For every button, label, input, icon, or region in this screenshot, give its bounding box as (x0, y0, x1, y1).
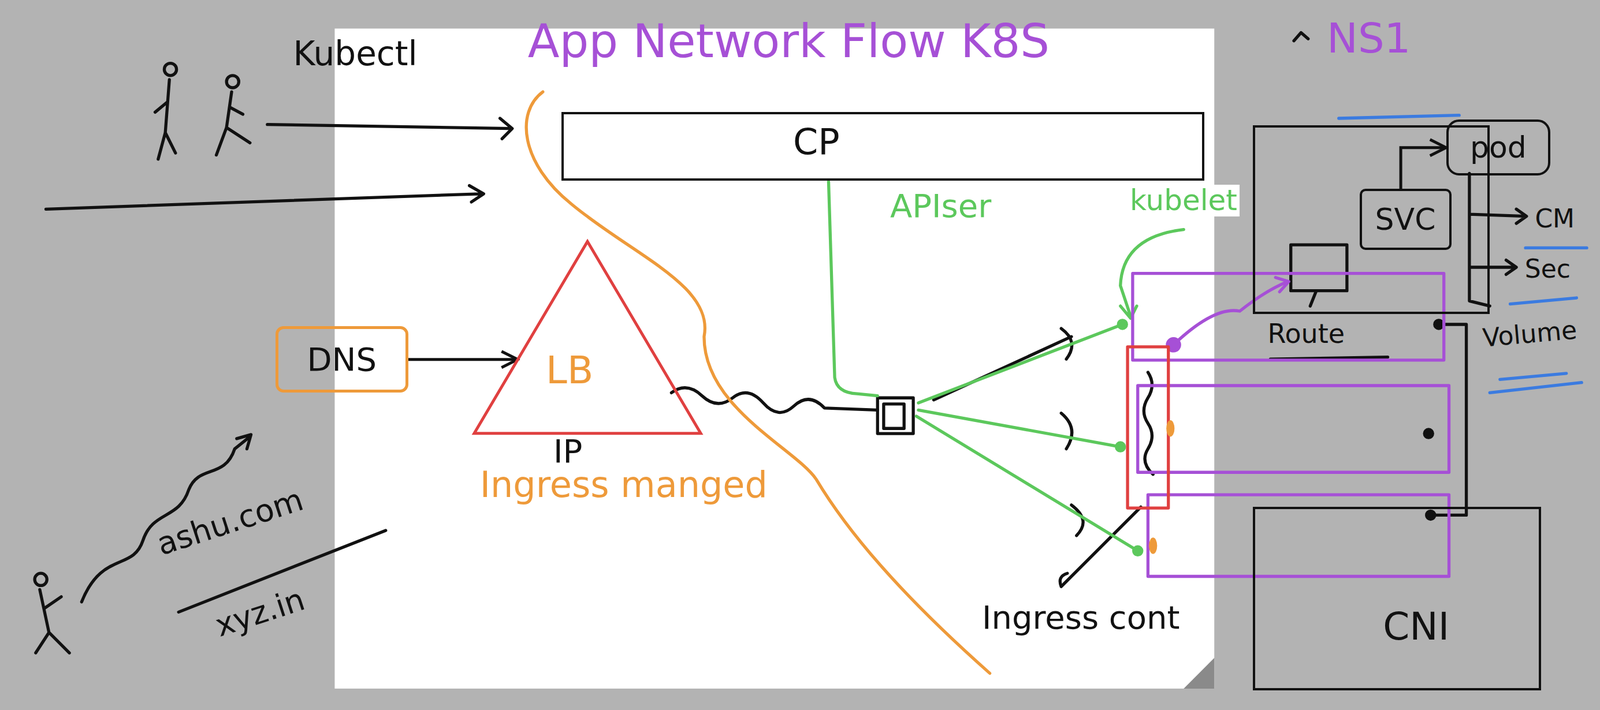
cni-label: CNI (1382, 606, 1450, 649)
load-balancer-triangle: LB (474, 239, 701, 434)
lb-label: LB (545, 350, 594, 393)
service-label: SVC (1375, 203, 1436, 237)
domain-label: ashu.com (150, 481, 310, 563)
pod-box: pod (1446, 119, 1551, 176)
flow-arrow (408, 358, 519, 362)
route-label: Route (1265, 319, 1348, 349)
ingress-controller-label: Ingress cont (979, 600, 1182, 636)
dns-box: DNS (275, 326, 409, 393)
ingress-label: Ingress manged (477, 465, 770, 505)
control-plane-box: CPAPIser (561, 112, 1205, 181)
triangle-outline (474, 239, 701, 434)
tool-label: Kubectl (290, 35, 420, 73)
namespace-box: NS1podSVC (1252, 125, 1490, 315)
box-title: CP (793, 122, 840, 162)
secret-label: Sec (1522, 255, 1573, 284)
domain-label: xyz.in (208, 582, 311, 645)
pod-label: pod (1470, 131, 1527, 165)
flow-arrow (1400, 147, 1447, 190)
ip-label: IP (551, 433, 585, 470)
volume-label: Volume (1479, 315, 1581, 353)
namespace-title: NS1 (1326, 15, 1411, 62)
diagram-title: App Network Flow K8S (525, 16, 1052, 68)
cni-box: CNI (1252, 507, 1541, 691)
configmap-label: CM (1532, 205, 1577, 233)
service-box: SVC (1359, 188, 1452, 251)
component-label: kubelet (1127, 184, 1240, 217)
component-label: APIser (890, 188, 992, 225)
dns-label: DNS (307, 341, 378, 378)
